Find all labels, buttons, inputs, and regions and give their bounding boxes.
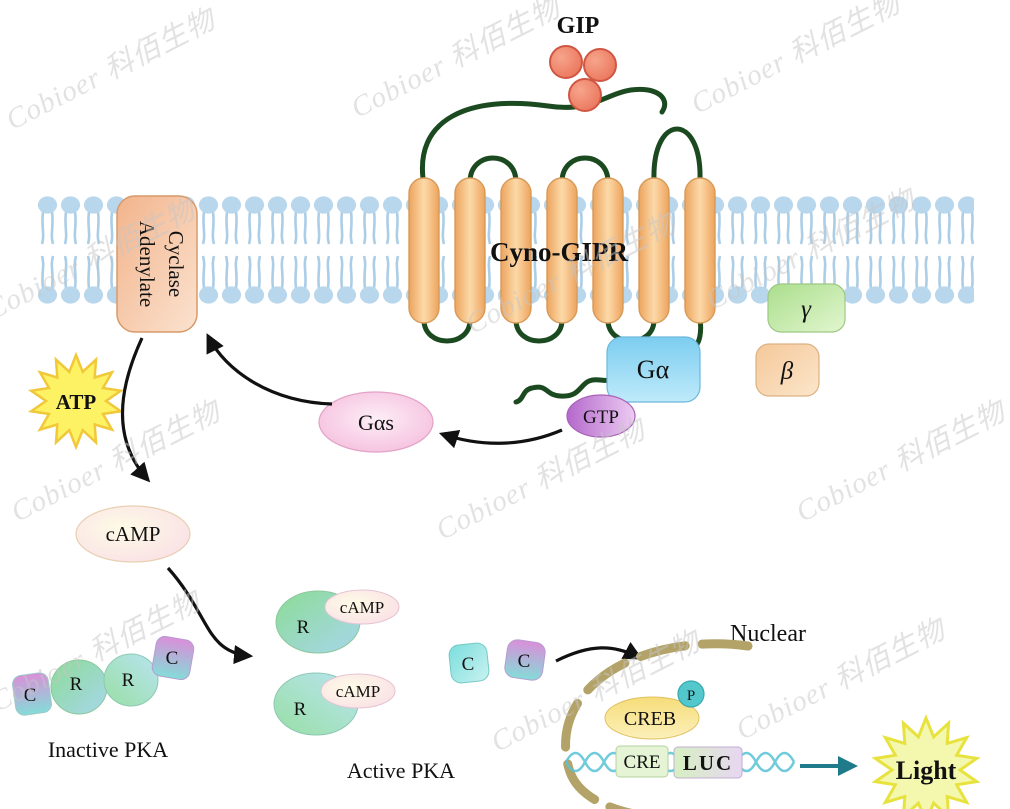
luc-label: LUC: [683, 751, 733, 775]
active-pka-complex: R cAMP R cAMP: [273, 589, 400, 736]
receptor-helix-1: [408, 177, 440, 324]
creb-label: CREB: [624, 708, 676, 730]
watermark-layer: Cobioer 科佰生物 Cobioer 科佰生物 Cobioer 科佰生物 C…: [0, 0, 1010, 759]
regulatory-subunit-label: R: [122, 670, 135, 691]
creb-protein: [604, 696, 700, 740]
adenylate-cyclase-label: Cyclase Adenylate: [135, 221, 188, 307]
atp-starburst: [27, 351, 125, 451]
receptor-helix-4: [546, 177, 578, 324]
arrow-c-subunit-to-nucleus: [555, 641, 643, 663]
gtp-label: GTP: [583, 407, 619, 428]
g-alpha-subunit-label: Gα: [637, 355, 670, 384]
g-alpha-subunit: [606, 336, 701, 403]
signal-arrows: [121, 333, 643, 665]
arrow-gtp-to-gas: [438, 428, 563, 449]
gip-ligand-circle: [568, 78, 602, 112]
gtp-molecule: [566, 394, 636, 438]
active-pka-label: Active PKA: [347, 758, 455, 783]
free-catalytic-subunits: C C: [448, 639, 546, 684]
gamma-subunit: [767, 283, 846, 333]
receptor-helix-3: [500, 177, 532, 324]
g-alpha-s-label: Gαs: [358, 410, 394, 435]
catalytic-subunit-label: C: [518, 651, 531, 672]
camp-bound: [320, 673, 396, 709]
nuclear-envelope: [561, 639, 753, 809]
watermark-text: Cobioer 科佰生物: [791, 394, 1010, 528]
gip-ligand: [549, 45, 617, 112]
catalytic-subunit-label: C: [24, 685, 37, 706]
receptor-n-terminus-loop: [420, 86, 668, 188]
receptor-helices: [408, 177, 716, 324]
gip-ligand-label: GIP: [557, 13, 600, 39]
receptor-name-label: Cyno-GIPR: [490, 237, 629, 267]
regulatory-subunit-label: R: [294, 699, 307, 720]
arrow-camp-to-pka: [166, 566, 254, 665]
catalytic-subunit-label: C: [166, 648, 179, 669]
catalytic-subunit: [151, 635, 195, 681]
watermark-text: Cobioer 科佰生物: [1, 2, 223, 136]
gip-ligand-circle: [583, 48, 617, 82]
gamma-subunit-label: γ: [801, 296, 812, 323]
receptor-helix-5: [592, 177, 624, 324]
camp-molecule: [75, 505, 191, 563]
receptor-intracellular-loop-1: [421, 317, 473, 344]
camp-bound: [324, 589, 400, 625]
phosphate-group: [677, 680, 705, 708]
cre-element: [615, 745, 669, 778]
inactive-pka-label: Inactive PKA: [48, 737, 168, 762]
receptor-helix-7: [684, 177, 716, 324]
regulatory-subunit-label: R: [297, 617, 310, 638]
light-starburst: [871, 713, 981, 809]
receptor-helix-2: [454, 177, 486, 324]
beta-subunit: [755, 343, 820, 397]
catalytic-subunit: [504, 639, 546, 681]
arrow-adenylate-cyclase-to-camp: [121, 337, 151, 483]
atp-label: ATP: [56, 390, 97, 414]
adenylate-cyclase-line2: Cyclase: [164, 231, 188, 297]
light-label: Light: [896, 756, 957, 785]
receptor-intracellular-loop-2: [513, 317, 565, 344]
watermark-text: Cobioer 科佰生物: [431, 412, 653, 546]
luc-reporter-gene: [673, 746, 743, 779]
camp-label: cAMP: [106, 522, 161, 546]
camp-bound-label: cAMP: [340, 598, 384, 617]
catalytic-subunit-label: C: [462, 654, 475, 675]
catalytic-subunit: [448, 642, 490, 684]
receptor-extracellular-loop-2: [559, 155, 611, 185]
receptor-extracellular-loop-1: [467, 155, 519, 185]
phosphate-label: P: [687, 688, 695, 704]
gip-ligand-circle: [549, 45, 583, 79]
cre-label: CRE: [624, 752, 661, 773]
watermark-text: Cobioer 科佰生物: [686, 0, 908, 121]
regulatory-subunit-label: R: [70, 674, 83, 695]
receptor-extracellular-loop-3: [651, 126, 703, 183]
arrow-gas-to-adenylate-cyclase: [206, 333, 333, 406]
receptor-helix-6: [638, 177, 670, 324]
catalytic-subunit: [12, 672, 52, 716]
regulatory-subunit: [103, 653, 159, 707]
beta-subunit-label: β: [780, 358, 794, 385]
adenylate-cyclase-line1: Adenylate: [135, 221, 159, 307]
g-alpha-s-subunit: [318, 391, 434, 453]
adenylate-cyclase: [116, 195, 198, 333]
camp-bound-label: cAMP: [336, 682, 380, 701]
inactive-pka-complex: C R R C: [12, 635, 195, 716]
